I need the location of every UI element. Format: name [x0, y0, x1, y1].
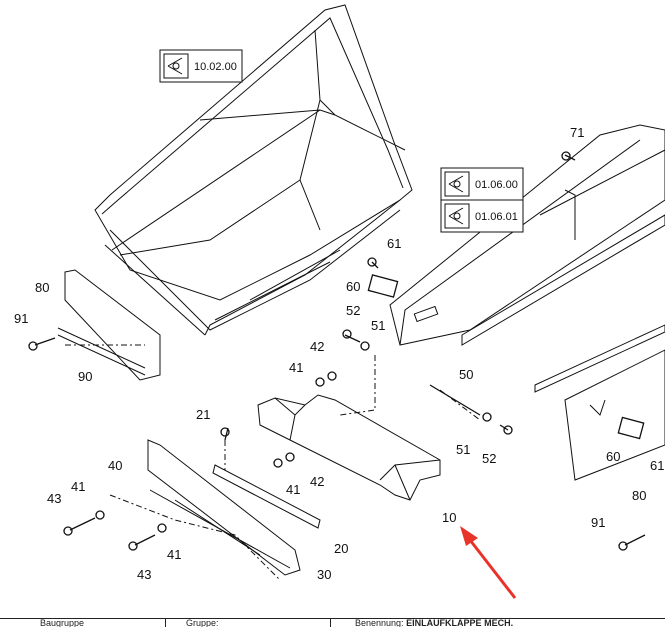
reference-box-3[interactable]: 01.06.01 — [440, 199, 524, 233]
callout-label: 42 — [310, 339, 324, 354]
assembly-lines — [65, 344, 481, 581]
designation-label: Benennung: — [355, 619, 404, 627]
callout-label: 52 — [346, 303, 360, 318]
callout-label: 40 — [108, 458, 122, 473]
designation-value: EINLAUFKLAPPE MECH. — [406, 619, 514, 627]
designation-cell: Benennung: EINLAUFKLAPPE MECH. — [330, 619, 665, 627]
callout-label: 51 — [371, 318, 385, 333]
callout-label: 80 — [632, 488, 646, 503]
callout-label: 41 — [289, 360, 303, 375]
reference-code: 01.06.01 — [475, 211, 518, 223]
strip — [212, 464, 321, 529]
callout-label: 43 — [47, 491, 61, 506]
callouts: 10 20 21 30 40 41 41 41 41 42 42 43 43 5… — [14, 125, 664, 582]
callout-label: 41 — [286, 482, 300, 497]
callout-label: 61 — [650, 458, 664, 473]
callout-label: 51 — [456, 442, 470, 457]
callout-label: 61 — [387, 236, 401, 251]
side-panel-upper — [389, 124, 665, 346]
callout-label: 21 — [196, 407, 210, 422]
eye-view-icon — [448, 175, 464, 193]
reference-box-1[interactable]: 10.02.00 — [159, 49, 243, 83]
eye-view-icon — [167, 57, 183, 75]
callout-label: 30 — [317, 567, 331, 582]
inlet-flap — [257, 394, 441, 501]
callout-label: 80 — [35, 280, 49, 295]
callout-label: 43 — [137, 567, 151, 582]
callout-label: 91 — [14, 311, 28, 326]
reference-box-2[interactable]: 01.06.00 — [440, 167, 524, 201]
callout-label: 60 — [606, 449, 620, 464]
callout-label: 42 — [310, 474, 324, 489]
reference-code: 01.06.00 — [475, 179, 518, 191]
callout-label: 71 — [570, 125, 584, 140]
hopper-frame — [94, 4, 413, 336]
callout-label: 90 — [78, 369, 92, 384]
callout-label: 41 — [167, 547, 181, 562]
callout-label: 50 — [459, 367, 473, 382]
rail-strips — [461, 149, 665, 393]
group-cell: Gruppe: — [165, 619, 330, 627]
callout-label: 52 — [482, 451, 496, 466]
title-block: Baugruppe Gruppe: Benennung: EINLAUFKLAP… — [0, 618, 665, 627]
eye-view-icon — [448, 207, 464, 225]
callout-label: 10 — [442, 510, 456, 525]
callout-label: 91 — [591, 515, 605, 530]
fasteners — [28, 151, 646, 551]
side-plate-left — [57, 269, 161, 381]
highlight-arrow — [460, 526, 517, 599]
assembly-cell: Baugruppe — [40, 619, 85, 627]
callout-label: 60 — [346, 279, 360, 294]
lower-flap — [147, 439, 301, 576]
side-panel-lower — [564, 349, 665, 481]
callout-label: 41 — [71, 479, 85, 494]
callout-label: 20 — [334, 541, 348, 556]
reference-code: 10.02.00 — [194, 61, 237, 73]
